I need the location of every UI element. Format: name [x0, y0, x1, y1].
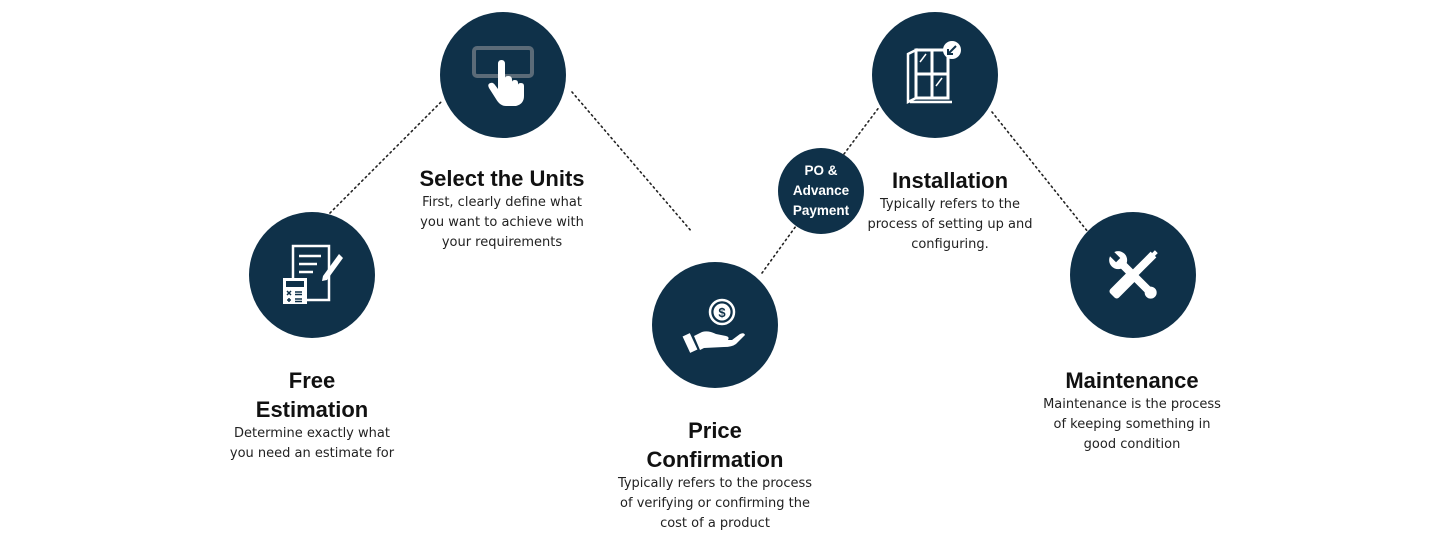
select-units-circle [440, 12, 566, 138]
window-install-icon [906, 41, 961, 105]
maintenance-description: Maintenance is the process of keeping so… [1043, 397, 1221, 452]
connector-estimation-to-units [329, 99, 444, 214]
installation-circle [872, 12, 998, 138]
po-advance-payment-label: PO & Advance Payment [792, 163, 850, 218]
connector-installation-to-maintenance [991, 111, 1089, 233]
price-confirmation-description: Typically refers to the process of verif… [617, 476, 813, 531]
po-advance-payment-badge: PO & Advance Payment [778, 148, 864, 234]
estimate-calculator-icon [283, 244, 343, 304]
price-confirmation-title: Price Confirmation [646, 418, 784, 472]
wrench-screwdriver-icon [1108, 250, 1158, 299]
price-confirmation-step: Price Confirmation Typically refers to t… [590, 416, 840, 534]
connector-price-to-badge [761, 225, 797, 274]
free-estimation-description: Determine exactly what you need an estim… [229, 426, 395, 461]
maintenance-step: Maintenance Maintenance is the process o… [1022, 366, 1242, 455]
touch-select-icon [472, 46, 534, 106]
maintenance-circle [1070, 212, 1196, 338]
installation-step: Installation Typically refers to the pro… [840, 166, 1060, 255]
installation-description: Typically refers to the process of setti… [867, 197, 1033, 252]
select-units-title: Select the Units [419, 166, 585, 191]
connector-units-to-price [571, 91, 693, 233]
free-estimation-title: Free Estimation [255, 368, 369, 422]
maintenance-title: Maintenance [1065, 368, 1199, 393]
free-estimation-circle [249, 212, 375, 338]
connector-badge-to-installation [843, 105, 881, 155]
dollar-hand-icon: $ [682, 298, 745, 353]
free-estimation-step: Free Estimation Determine exactly what y… [202, 366, 422, 464]
price-confirmation-circle: $ [652, 262, 778, 388]
select-units-step: Select the Units First, clearly define w… [392, 164, 612, 253]
select-units-description: First, clearly define what you want to a… [420, 195, 584, 250]
installation-title: Installation [891, 168, 1009, 193]
svg-text:$: $ [718, 305, 726, 320]
